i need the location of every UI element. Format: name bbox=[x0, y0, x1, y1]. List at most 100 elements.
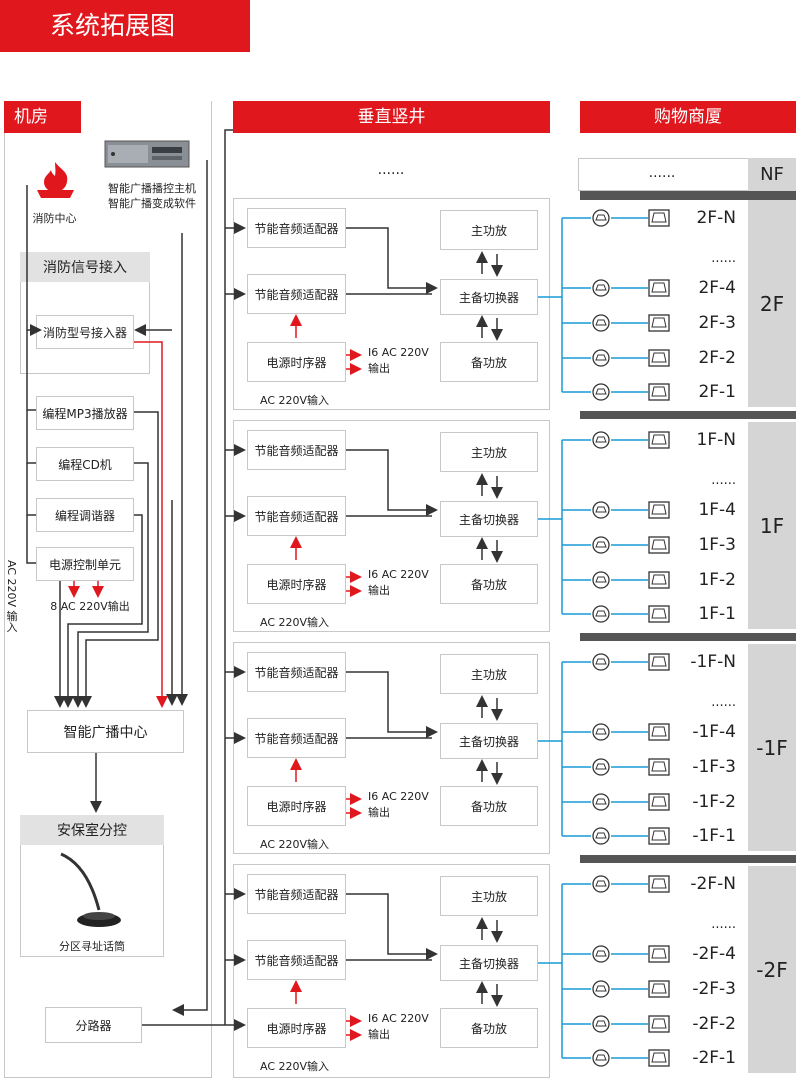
zone-label: -2F-N bbox=[690, 874, 736, 894]
fire-signal-header: 消防信号接入 bbox=[20, 252, 150, 282]
sequencer-output-label-1: I6 AC 220V bbox=[368, 346, 429, 359]
horn-speaker-icon bbox=[648, 945, 670, 963]
tuner: 编程调谐器 bbox=[36, 498, 134, 532]
mic-label: 分区寻址话筒 bbox=[59, 940, 125, 953]
main-amplifier: 主功放 bbox=[440, 432, 538, 472]
audio-adapter-1: 节能音频适配器 bbox=[247, 874, 346, 914]
zone-label: 2F-1 bbox=[698, 382, 736, 402]
page-title: 系统拓展图 bbox=[0, 0, 250, 52]
floor-separator bbox=[580, 411, 796, 419]
ac-input-label: AC 220V输入 bbox=[260, 838, 330, 851]
zone-label: 2F-2 bbox=[698, 348, 736, 368]
main-backup-switcher: 主备切换器 bbox=[440, 279, 538, 315]
sequencer-output-label-2: 输出 bbox=[368, 1028, 390, 1041]
ceiling-speaker-icon bbox=[591, 758, 611, 776]
ceiling-speaker-icon bbox=[591, 605, 611, 623]
sequencer-output-label-2: 输出 bbox=[368, 806, 390, 819]
audio-adapter-1: 节能音频适配器 bbox=[247, 430, 346, 470]
ceiling-speaker-icon bbox=[591, 501, 611, 519]
zone-ellipsis: ...... bbox=[711, 473, 736, 488]
ac-input-vertical-label: AC 220V 输入 bbox=[5, 560, 18, 633]
fire-icon bbox=[33, 160, 78, 200]
security-header: 安保室分控 bbox=[20, 815, 164, 845]
zone-ellipsis: ...... bbox=[711, 695, 736, 710]
main-backup-switcher: 主备切换器 bbox=[440, 723, 538, 759]
power-sequencer: 电源时序器 bbox=[247, 1008, 346, 1048]
horn-speaker-icon bbox=[648, 605, 670, 623]
horn-speaker-icon bbox=[648, 501, 670, 519]
zone-label: 2F-3 bbox=[698, 313, 736, 333]
audio-adapter-2: 节能音频适配器 bbox=[247, 940, 346, 980]
floor-label: -1F bbox=[748, 644, 796, 851]
power-control-unit: 电源控制单元 bbox=[36, 547, 134, 581]
zone-label: -1F-2 bbox=[692, 792, 736, 812]
mall-top-ellipsis: ...... bbox=[648, 165, 676, 181]
power-output-label: 8 AC 220V输出 bbox=[50, 600, 130, 613]
zone-label: 1F-1 bbox=[698, 604, 736, 624]
horn-speaker-icon bbox=[648, 1015, 670, 1033]
floor-separator bbox=[580, 633, 796, 641]
zone-ellipsis: ...... bbox=[711, 917, 736, 932]
audio-adapter-2: 节能音频适配器 bbox=[247, 274, 346, 314]
ceiling-speaker-icon bbox=[591, 279, 611, 297]
power-sequencer: 电源时序器 bbox=[247, 564, 346, 604]
main-backup-switcher: 主备切换器 bbox=[440, 945, 538, 981]
horn-speaker-icon bbox=[648, 431, 670, 449]
horn-speaker-icon bbox=[648, 314, 670, 332]
broadcast-center: 智能广播中心 bbox=[27, 710, 184, 753]
horn-speaker-icon bbox=[648, 209, 670, 227]
zone-label: 2F-N bbox=[696, 208, 736, 228]
ac-input-label: AC 220V输入 bbox=[260, 616, 330, 629]
backup-amplifier: 备功放 bbox=[440, 1008, 538, 1048]
floor-label: -2F bbox=[748, 866, 796, 1073]
sequencer-output-label-1: I6 AC 220V bbox=[368, 568, 429, 581]
zone-label: -2F-2 bbox=[692, 1014, 736, 1034]
horn-speaker-icon bbox=[648, 758, 670, 776]
mp3-player: 编程MP3播放器 bbox=[36, 396, 134, 430]
mall-header: 购物商厦 bbox=[580, 101, 796, 133]
main-amplifier: 主功放 bbox=[440, 210, 538, 250]
sequencer-output-label-1: I6 AC 220V bbox=[368, 1012, 429, 1025]
ceiling-speaker-icon bbox=[591, 536, 611, 554]
ceiling-speaker-icon bbox=[591, 1015, 611, 1033]
zone-label: -2F-3 bbox=[692, 979, 736, 999]
horn-speaker-icon bbox=[648, 875, 670, 893]
horn-speaker-icon bbox=[648, 383, 670, 401]
main-backup-switcher: 主备切换器 bbox=[440, 501, 538, 537]
backup-amplifier: 备功放 bbox=[440, 786, 538, 826]
horn-speaker-icon bbox=[648, 653, 670, 671]
zone-label: 2F-4 bbox=[698, 278, 736, 298]
horn-speaker-icon bbox=[648, 536, 670, 554]
ceiling-speaker-icon bbox=[591, 945, 611, 963]
ceiling-speaker-icon bbox=[591, 1049, 611, 1067]
zone-label: 1F-3 bbox=[698, 535, 736, 555]
ceiling-speaker-icon bbox=[591, 793, 611, 811]
horn-speaker-icon bbox=[648, 349, 670, 367]
zone-label: -1F-N bbox=[690, 652, 736, 672]
ceiling-speaker-icon bbox=[591, 314, 611, 332]
horn-speaker-icon bbox=[648, 723, 670, 741]
zone-label: 1F-N bbox=[696, 430, 736, 450]
shaft-header: 垂直竖井 bbox=[233, 101, 550, 133]
horn-speaker-icon bbox=[648, 571, 670, 589]
sequencer-output-label-2: 输出 bbox=[368, 584, 390, 597]
machine-room-header: 机房 bbox=[4, 101, 81, 133]
broadcast-host-icon bbox=[104, 137, 190, 171]
ceiling-speaker-icon bbox=[591, 349, 611, 367]
microphone-icon bbox=[55, 850, 130, 932]
ceiling-speaker-icon bbox=[591, 209, 611, 227]
audio-adapter-2: 节能音频适配器 bbox=[247, 718, 346, 758]
ceiling-speaker-icon bbox=[591, 571, 611, 589]
sequencer-output-label-2: 输出 bbox=[368, 362, 390, 375]
horn-speaker-icon bbox=[648, 279, 670, 297]
ceiling-speaker-icon bbox=[591, 383, 611, 401]
zone-label: -2F-4 bbox=[692, 944, 736, 964]
zone-label: 1F-2 bbox=[698, 570, 736, 590]
audio-adapter-2: 节能音频适配器 bbox=[247, 496, 346, 536]
power-sequencer: 电源时序器 bbox=[247, 342, 346, 382]
ceiling-speaker-icon bbox=[591, 653, 611, 671]
floor-label: 1F bbox=[748, 422, 796, 629]
floor-separator bbox=[580, 191, 796, 200]
floor-label-nf: NF bbox=[748, 158, 796, 191]
